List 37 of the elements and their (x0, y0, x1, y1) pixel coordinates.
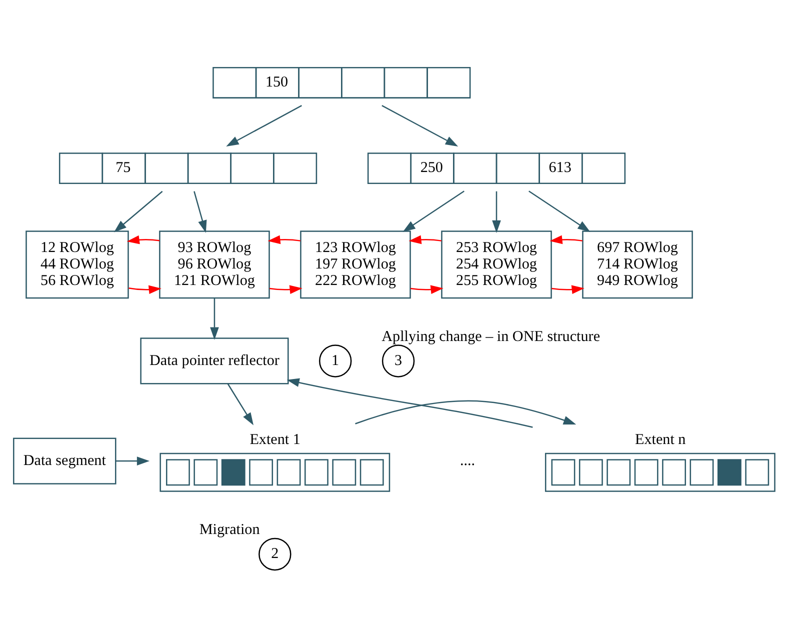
node-box: 253 ROWlog 254 ROWlog 255 ROWlog (441, 230, 552, 299)
arrow (269, 285, 302, 294)
node-box: 697 ROWlog 714 ROWlog 949 ROWlog (582, 230, 693, 299)
node-label: Migration (199, 522, 260, 538)
node-label: Apllying change – in ONE structure (382, 328, 600, 345)
node-box: Data segment (13, 438, 116, 484)
arrow (286, 378, 533, 428)
arrow (355, 400, 576, 424)
arrow (410, 285, 444, 294)
arrow (268, 235, 301, 244)
node-box: 12 ROWlog 44 ROWlog 56 ROWlog (26, 230, 129, 299)
arrow (402, 190, 464, 232)
node-box: 93 ROWlog 96 ROWlog 121 ROWlog (159, 230, 270, 299)
label: .... (460, 452, 476, 469)
arrow (492, 191, 501, 233)
node-box: Data pointer reflector (140, 338, 289, 384)
node-box: 123 ROWlog 197 ROWlog 222 ROWlog (300, 230, 411, 299)
arrow (114, 190, 163, 232)
arrow (116, 456, 150, 466)
arrow (126, 235, 160, 244)
arrow (194, 191, 207, 233)
node-label: Extent 1 (250, 432, 300, 448)
node-box (544, 452, 776, 492)
arrow (382, 105, 458, 146)
node-label: Extent n (635, 432, 686, 448)
node-circle: 3 (382, 344, 415, 378)
arrow (210, 298, 219, 340)
node-box (160, 452, 390, 492)
arrow (552, 285, 584, 294)
arrow (408, 235, 442, 244)
arrow (226, 105, 302, 146)
arrow (227, 384, 254, 426)
arrow (550, 235, 583, 244)
node-circle: 1 (318, 344, 352, 378)
arrow (528, 190, 590, 232)
node-circle: 2 (258, 538, 292, 571)
arrow (128, 285, 162, 294)
